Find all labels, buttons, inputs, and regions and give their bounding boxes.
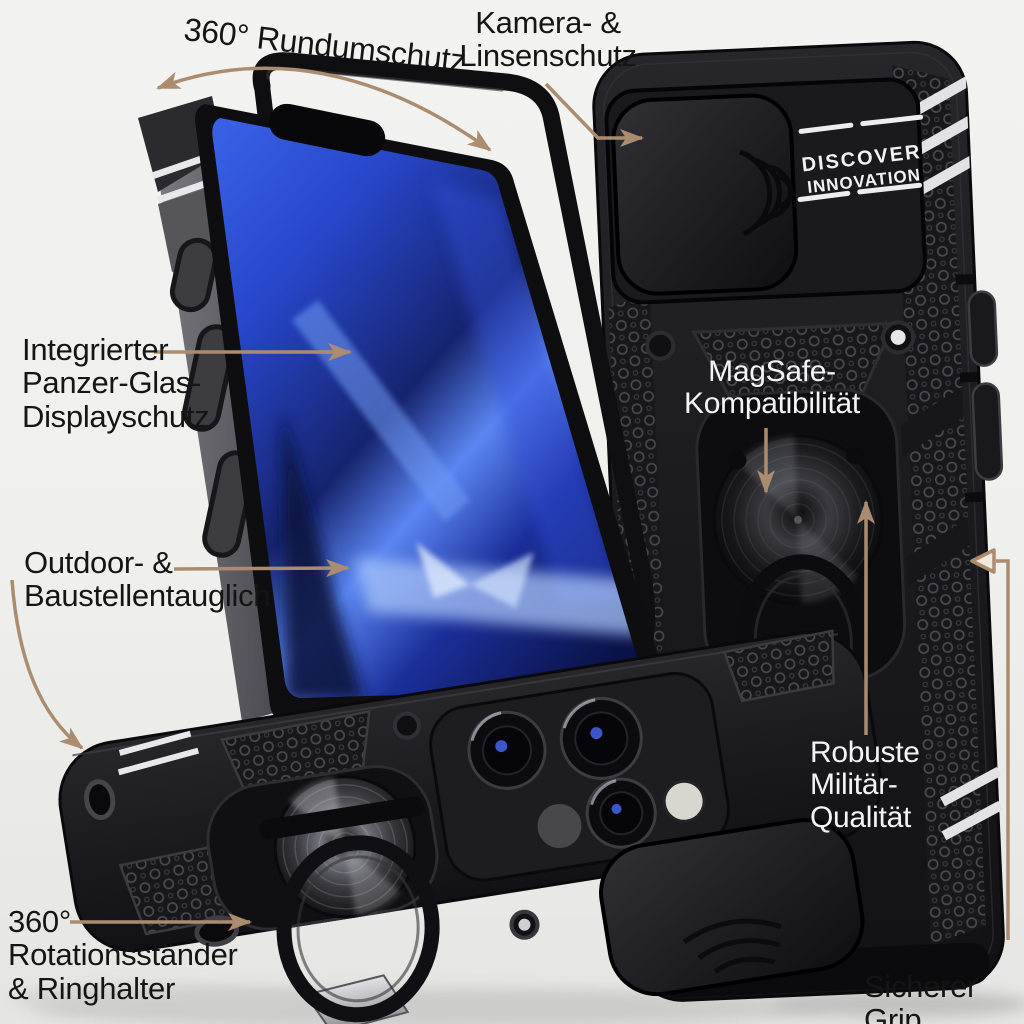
volume-button	[971, 382, 1004, 481]
kickstand-foot	[304, 974, 410, 1024]
ring-loop	[276, 835, 440, 1023]
camera-plateau	[429, 672, 730, 882]
label-robuste-militaer-qualitaet: Robuste Militär- Qualität	[810, 736, 920, 834]
arrow-grip-head	[970, 548, 996, 574]
label-magsafe-kompatibilitaet: MagSafe- Kompatibilität	[684, 355, 860, 421]
screw	[392, 711, 421, 740]
screw-left	[645, 330, 676, 361]
label-sicherer-grip: Sicherer Grip	[864, 969, 978, 1024]
open-slider-cover	[599, 817, 865, 997]
slogan-stripes	[797, 114, 924, 202]
arrow-kamera	[544, 82, 644, 147]
slider-ripple-icon	[682, 918, 782, 974]
honeycomb-panel	[722, 629, 835, 703]
label-360-rotationsstaender-ringhalter: 360° Rotationsständer & Ringhalter	[8, 904, 238, 1006]
annotation-arrows	[10, 66, 1010, 940]
camera-lenses	[467, 696, 657, 849]
camera-flash	[662, 779, 706, 823]
camera-slider-cover	[611, 93, 799, 296]
kickstand-ring	[206, 765, 440, 1024]
slider-ripple-icon	[739, 149, 794, 237]
arrow-outdoor	[173, 559, 350, 578]
corner-stripes-top-right	[919, 76, 970, 195]
stripes-lower-right	[940, 766, 1004, 841]
label-panzerglas-displayschutz: Integrierter Panzer-Glas- Displayschutz	[22, 332, 210, 434]
side-buttons	[955, 273, 1004, 503]
front-phone-view	[138, 96, 668, 726]
kickstand-case-view	[58, 629, 883, 1024]
arrow-grip	[996, 559, 1010, 940]
label-outdoor-baustellentauglich: Outdoor- & Baustellentauglich	[24, 545, 271, 614]
lanyard-hole	[84, 779, 116, 821]
floor-shadows	[10, 985, 1024, 1024]
camera-sensor	[537, 804, 582, 849]
arrow-rundumschutz-arc	[156, 66, 492, 152]
arrow-outdoor-corner	[10, 579, 84, 750]
corner-stripes-lying	[117, 730, 200, 776]
power-button	[967, 290, 999, 367]
camera-module: DISCOVER INNOVATION	[604, 77, 927, 305]
label-kamera-linsenschutz: Kamera- & Linsenschutz	[459, 5, 637, 74]
